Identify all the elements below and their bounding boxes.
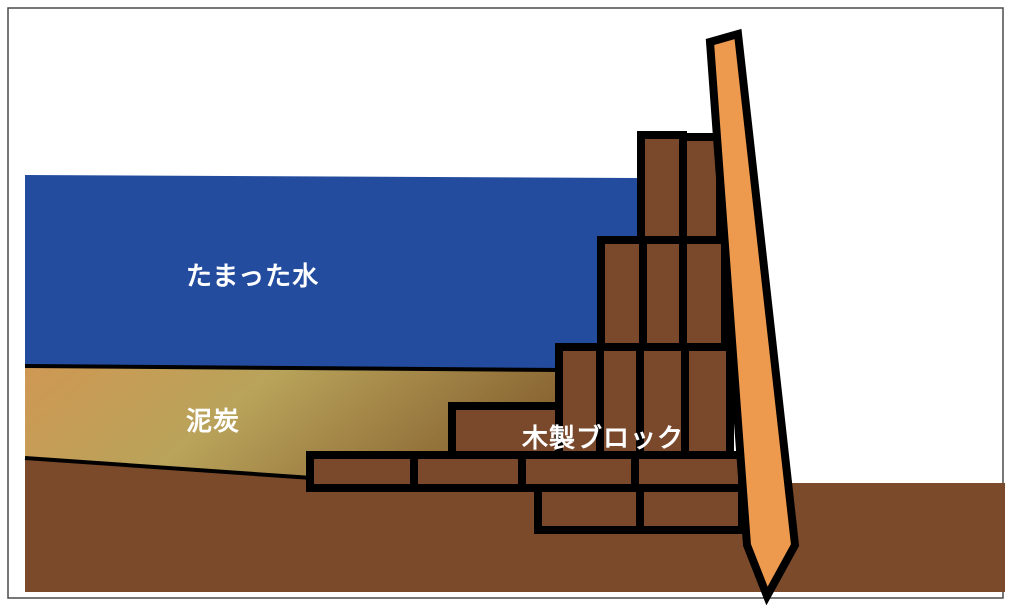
water-label: たまった水: [186, 262, 319, 292]
wooden-block: [679, 236, 729, 351]
wooden-block: [518, 451, 639, 492]
wooden-block: [681, 343, 734, 459]
peat-label: 泥炭: [186, 407, 240, 437]
wooden-block: [631, 451, 746, 492]
image-frame: [7, 7, 1004, 599]
wooden-block: [637, 131, 687, 244]
wooden-blocks-label: 木製ブロック: [521, 423, 684, 454]
wooden-block: [636, 484, 746, 534]
wooden-block: [639, 236, 687, 351]
water-peat-boundary-line: [24, 364, 563, 372]
wooden-block: [410, 451, 526, 492]
water-layer: [25, 175, 640, 370]
wooden-stake: [705, 28, 800, 605]
peat-layer: [25, 367, 560, 478]
wooden-block: [448, 402, 563, 459]
wooden-block-stack: [306, 131, 746, 534]
wooden-block: [306, 451, 418, 492]
peat-ground-boundary-line: [24, 456, 313, 480]
wooden-block: [597, 236, 647, 351]
wooden-block: [534, 484, 644, 534]
